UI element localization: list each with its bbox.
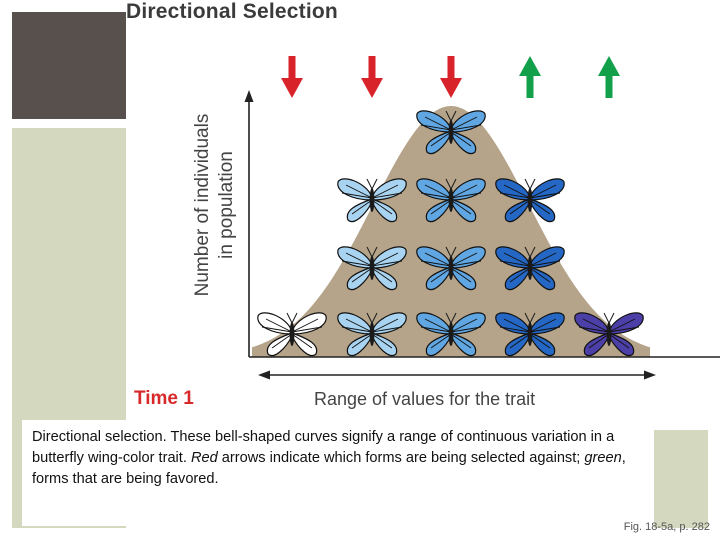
y-axis-label: Number of individuals in population bbox=[186, 90, 244, 320]
selected-against-arrow bbox=[361, 56, 383, 98]
y-axis-label-line-2: in population bbox=[215, 114, 239, 297]
selected-against-arrow bbox=[440, 56, 462, 98]
caption-green-word: green bbox=[584, 450, 621, 466]
caption-text-2: arrows indicate which forms are being se… bbox=[218, 450, 585, 466]
time-label: Time 1 bbox=[134, 388, 194, 410]
y-axis-label-line-1: Number of individuals bbox=[191, 114, 215, 297]
y-axis-arrowhead bbox=[245, 90, 254, 102]
figure-caption: Directional selection. These bell-shaped… bbox=[22, 420, 654, 526]
selection-arrows bbox=[281, 56, 620, 98]
trait-range-arrowhead-right bbox=[644, 371, 656, 380]
x-axis-label: Range of values for the trait bbox=[314, 389, 535, 410]
caption-red-word: Red bbox=[191, 450, 218, 466]
favored-arrow bbox=[598, 56, 620, 98]
figure-reference: Fig. 18-5a, p. 282 bbox=[624, 521, 710, 533]
trait-range-arrowhead-left bbox=[258, 371, 270, 380]
favored-arrow bbox=[519, 56, 541, 98]
selected-against-arrow bbox=[281, 56, 303, 98]
